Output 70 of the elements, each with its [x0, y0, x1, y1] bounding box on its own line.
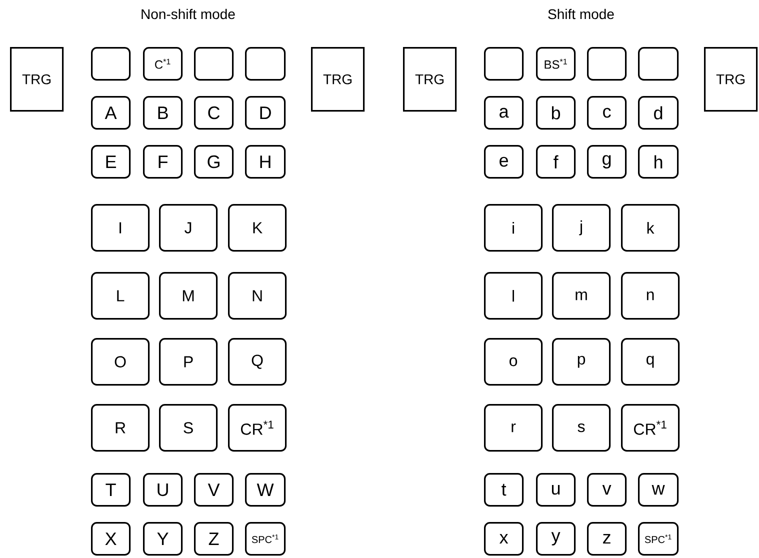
- key: SPC$^{*1}$: [245, 522, 286, 556]
- key: CR$^{*1}$: [621, 404, 680, 452]
- key: K: [228, 204, 287, 252]
- trigger-button: TRG: [403, 47, 457, 112]
- key: B: [143, 96, 183, 130]
- key: j: [552, 204, 611, 252]
- trigger-button: TRG: [10, 47, 64, 112]
- key: g: [587, 145, 627, 179]
- key: n: [621, 272, 680, 320]
- key: v: [587, 473, 627, 507]
- key: M: [159, 272, 218, 320]
- key: X: [91, 522, 131, 556]
- key: b: [536, 96, 576, 130]
- key: A: [91, 96, 131, 130]
- mode-heading: Shift mode: [548, 8, 614, 20]
- key: t: [484, 473, 524, 507]
- key: U: [143, 473, 183, 507]
- key: e: [484, 145, 524, 179]
- key: s: [552, 404, 611, 452]
- key: P: [159, 338, 218, 386]
- blank-key: [245, 47, 286, 81]
- key: Y: [143, 522, 183, 556]
- mode-heading: Non-shift mode: [142, 8, 235, 20]
- key: H: [245, 145, 286, 179]
- key: I: [91, 204, 150, 252]
- key: W: [245, 473, 286, 507]
- key: T: [91, 473, 131, 507]
- key: d: [638, 96, 679, 130]
- blank-key: [91, 47, 131, 81]
- key: J: [159, 204, 218, 252]
- key: k: [621, 204, 680, 252]
- key: p: [552, 338, 611, 386]
- key: N: [228, 272, 287, 320]
- key: S: [159, 404, 218, 452]
- blank-key: [484, 47, 524, 81]
- key: R: [91, 404, 150, 452]
- key: CR$^{*1}$: [228, 404, 287, 452]
- key: r: [484, 404, 543, 452]
- blank-key: [194, 47, 234, 81]
- key: C$^{*1}$: [143, 47, 183, 81]
- key: i: [484, 204, 543, 252]
- key: a: [484, 96, 524, 130]
- key: F: [143, 145, 183, 179]
- key: L: [91, 272, 150, 320]
- key: c: [587, 96, 627, 130]
- blank-key: [638, 47, 679, 81]
- key: BS$^{*1}$: [536, 47, 576, 81]
- key: u: [536, 473, 576, 507]
- key: SPC$^{*1}$: [638, 522, 679, 556]
- key: z: [587, 522, 627, 556]
- key: y: [536, 522, 576, 556]
- key: x: [484, 522, 524, 556]
- trigger-button: TRG: [704, 47, 758, 112]
- key: Q: [228, 338, 287, 386]
- key: C: [194, 96, 234, 130]
- key: w: [638, 473, 679, 507]
- key: o: [484, 338, 543, 386]
- trigger-button: TRG: [311, 47, 365, 112]
- key: f: [536, 145, 576, 179]
- key: O: [91, 338, 150, 386]
- key: G: [194, 145, 234, 179]
- blank-key: [587, 47, 627, 81]
- key: Z: [194, 522, 234, 556]
- key: m: [552, 272, 611, 320]
- key: V: [194, 473, 234, 507]
- key: D: [245, 96, 286, 130]
- key: q: [621, 338, 680, 386]
- key: E: [91, 145, 131, 179]
- key: l: [484, 272, 543, 320]
- key: h: [638, 145, 679, 179]
